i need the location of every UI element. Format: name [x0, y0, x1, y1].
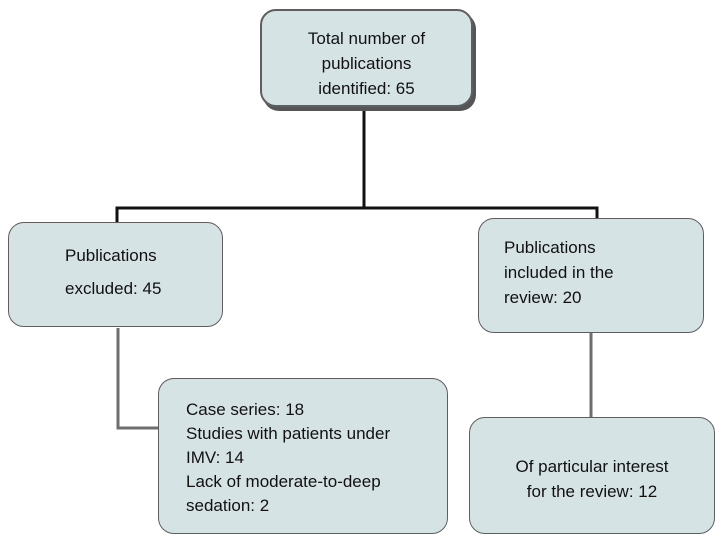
exclusion-reasons-text: Case series: 18 Studies with patients un…	[186, 400, 391, 515]
particular-interest-box: Of particular interest for the review: 1…	[469, 417, 715, 534]
excluded-publications-count: excluded: 45	[65, 279, 162, 298]
particular-interest-text: Of particular interest for the review: 1…	[515, 457, 669, 501]
excluded-publications-label: Publications	[65, 246, 157, 265]
total-publications-box: Total number of publications identified:…	[260, 9, 473, 107]
top-branch-connector	[115, 108, 599, 222]
excluded-publications-box: Publications excluded: 45	[8, 222, 223, 327]
excluded-to-reasons-connector	[116, 328, 158, 430]
included-publications-text: Publications included in the review: 20	[504, 238, 614, 307]
included-publications-box: Publications included in the review: 20	[478, 218, 704, 333]
exclusion-reasons-box: Case series: 18 Studies with patients un…	[158, 378, 448, 534]
total-publications-text: Total number of publications identified:…	[307, 29, 426, 98]
